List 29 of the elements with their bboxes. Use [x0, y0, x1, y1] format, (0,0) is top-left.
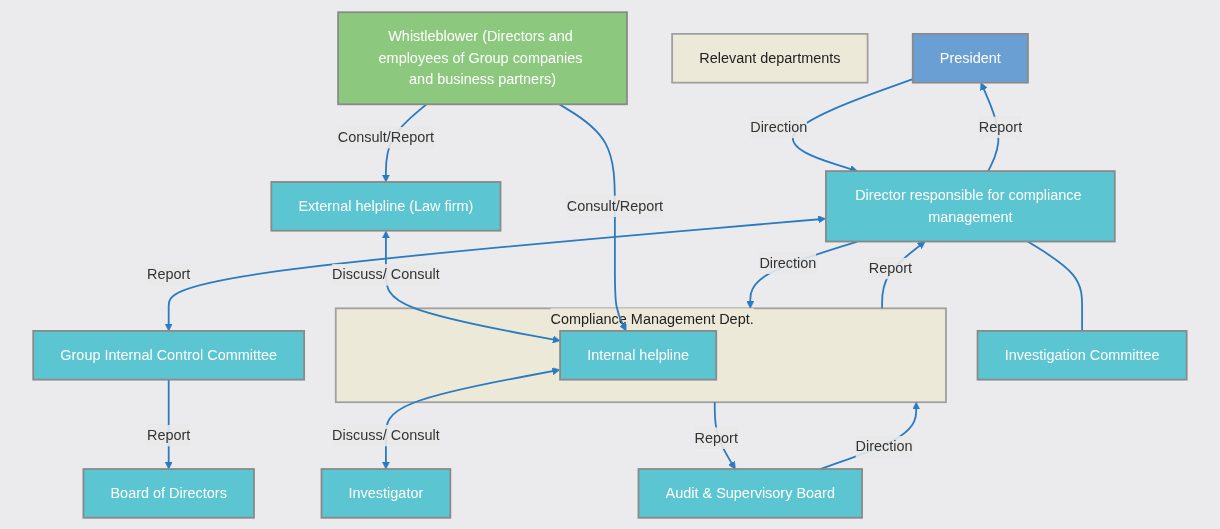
edge-label: Report	[147, 266, 191, 282]
edge-label: Discuss/ Consult	[332, 266, 440, 282]
edge-label: Consult/Report	[337, 129, 435, 145]
node-box: Relevant departments	[671, 32, 869, 84]
edge-label: Report	[868, 259, 913, 276]
edge-label: Discuss/ Consult	[332, 427, 440, 443]
node-box: Investigation Committee	[976, 329, 1188, 381]
edge-label: Consult/Report	[566, 197, 664, 214]
edge-label: Report	[978, 118, 1023, 135]
edge-label: Direction	[759, 254, 817, 270]
edge-label: Report	[147, 427, 191, 443]
edge-label: Report	[694, 429, 738, 445]
arrow	[558, 102, 627, 331]
node-box: Investigator	[320, 467, 452, 519]
arrow	[746, 240, 859, 309]
node-box: President	[911, 32, 1029, 84]
node-box: Whistleblower (Directors and employees of Group companies and business partners)	[337, 10, 628, 105]
arrow	[164, 214, 826, 331]
node-box: Internal helpline	[559, 329, 718, 381]
arrow	[382, 366, 561, 469]
node-box: Audit & Supervisory Board	[637, 467, 863, 519]
edge-label: Direction	[750, 118, 808, 135]
node-box: Board of Directors	[82, 467, 255, 519]
node-box: Director responsible for compliance management	[825, 169, 1116, 242]
arrow	[382, 230, 561, 343]
node-box: External helpline (Law firm)	[270, 180, 502, 232]
edge-label: Direction	[855, 438, 913, 454]
connector	[1026, 240, 1084, 332]
node-box: Group Internal Control Committee	[32, 329, 306, 381]
